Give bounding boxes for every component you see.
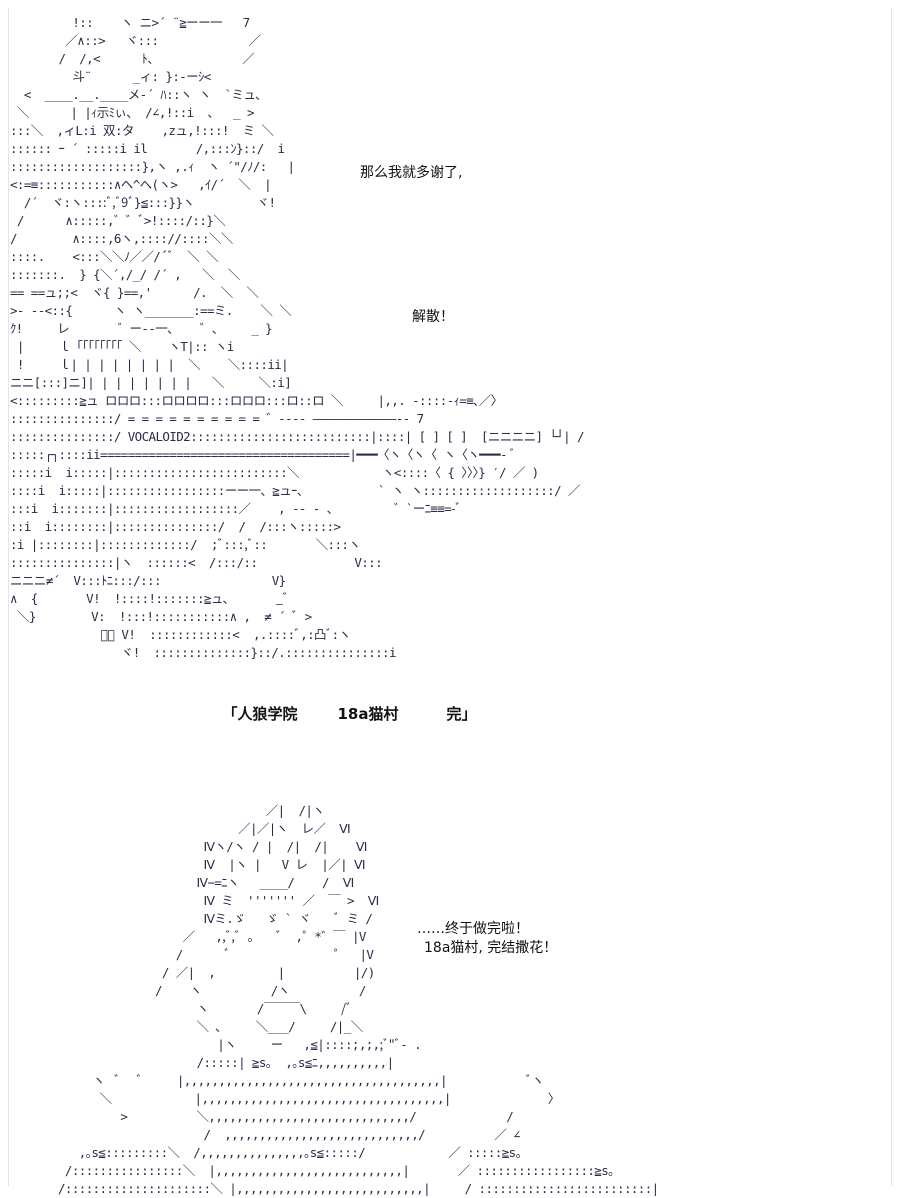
dialogue-line-finished: ……终于做完啦！ (417, 921, 529, 937)
dialogue-line-celebrate: 18a猫村, 完结撒花！ (424, 940, 558, 956)
end-title-series: 「人狼学院 (222, 705, 298, 723)
dialogue-line-thanks: 那么我就多谢了, (360, 165, 463, 181)
ascii-art-upper-figure: !:: ヽ ニ>´ ¨≧ーー一 7 ／∧::> ヾ::: ／ / /,< ﾄ、 … (10, 15, 585, 660)
end-title: 「人狼学院 18a猫村 完」 (212, 685, 476, 724)
page-frame (8, 8, 892, 1186)
dialogue-line-dismiss: 解散！ (412, 309, 454, 325)
end-title-finish: 完」 (446, 705, 477, 723)
ascii-art-lower-figure: ／| /|ヽ ／|／|ヽ レ／ Ⅵ Ⅳヽ/ヽ / | /| /| Ⅵ Ⅳ |ヽ … (58, 803, 659, 1196)
end-title-author: 18a猫村 (337, 705, 399, 723)
